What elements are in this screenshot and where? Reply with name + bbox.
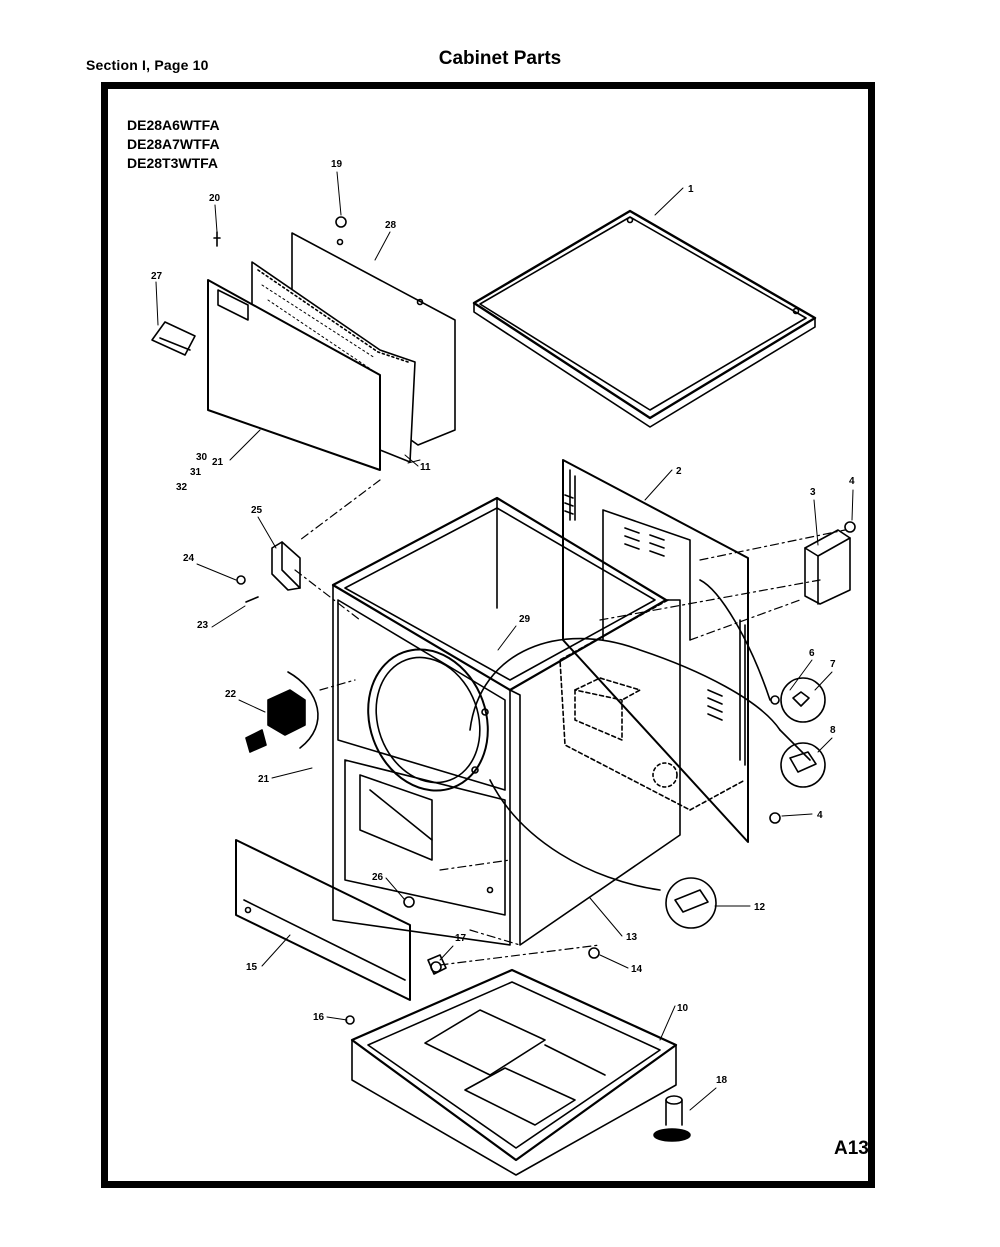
fasteners — [213, 216, 600, 1025]
callout-number: 19 — [331, 159, 343, 170]
callout-number: 30 — [196, 452, 208, 463]
door-handle — [151, 321, 196, 356]
callout-number: 21 — [258, 774, 270, 785]
terminal-block-detail — [665, 877, 717, 929]
callout-number: 27 — [151, 271, 163, 282]
callout-number: 20 — [209, 193, 221, 204]
leader-lines — [294, 479, 846, 966]
leveling-leg — [653, 1095, 691, 1142]
base-frame — [350, 968, 678, 1176]
callout-number: 22 — [225, 689, 237, 700]
callout-number: 3 — [810, 487, 816, 498]
callout-number: 4 — [817, 810, 823, 821]
page-title: Cabinet Parts — [438, 48, 562, 69]
clip — [427, 954, 447, 975]
model-number: DE28A7WTFA — [127, 136, 220, 152]
model-number-list: DE28A6WTFA DE28A7WTFA DE28T3WTFA — [127, 116, 220, 173]
callout-number: 1 — [688, 184, 694, 195]
door-assembly — [207, 232, 456, 471]
control-box — [559, 599, 746, 811]
callout-number: 17 — [455, 933, 467, 944]
callout-labels: 1 2 3 4 4 6 7 8 10 11 12 13 14 15 16 17 … — [151, 159, 855, 1086]
callout-number: 15 — [246, 962, 258, 973]
callout-number: 6 — [809, 648, 815, 659]
model-number: DE28A6WTFA — [127, 117, 220, 133]
callout-number: 7 — [830, 659, 836, 670]
callout-number: 31 — [190, 467, 202, 478]
callout-number: 14 — [631, 964, 643, 975]
sheet-id: A13 — [834, 1138, 869, 1159]
callout-number: 24 — [183, 553, 195, 564]
callout-number: 4 — [849, 476, 855, 487]
callout-number: 21 — [212, 457, 224, 468]
switch-detail — [769, 677, 826, 824]
door-switch — [245, 671, 319, 753]
section-page-label: Section I, Page 10 — [86, 57, 209, 73]
callout-leaders — [155, 171, 854, 1111]
callout-number: 25 — [251, 505, 263, 516]
callout-number: 13 — [626, 932, 638, 943]
wire-harness — [469, 579, 811, 891]
diagram-frame — [101, 82, 875, 1188]
callout-number: 2 — [676, 466, 682, 477]
callout-number: 28 — [385, 220, 397, 231]
door-hinge — [271, 541, 301, 591]
callout-number: 23 — [197, 620, 209, 631]
callout-number: 11 — [420, 462, 431, 473]
callout-number: 26 — [372, 872, 384, 883]
callout-number: 8 — [830, 725, 836, 736]
top-panel — [472, 209, 817, 428]
rear-panel — [562, 459, 749, 843]
callout-number: 16 — [313, 1012, 325, 1023]
toe-kick-panel — [235, 839, 411, 1001]
callout-number: 29 — [519, 614, 531, 625]
callout-number: 12 — [754, 902, 766, 913]
mounting-bracket — [804, 521, 856, 605]
callout-number: 18 — [716, 1075, 728, 1086]
cabinet-body — [331, 496, 681, 946]
model-number: DE28T3WTFA — [127, 155, 219, 171]
callout-number: 10 — [677, 1003, 689, 1014]
callout-number: 32 — [176, 482, 188, 493]
